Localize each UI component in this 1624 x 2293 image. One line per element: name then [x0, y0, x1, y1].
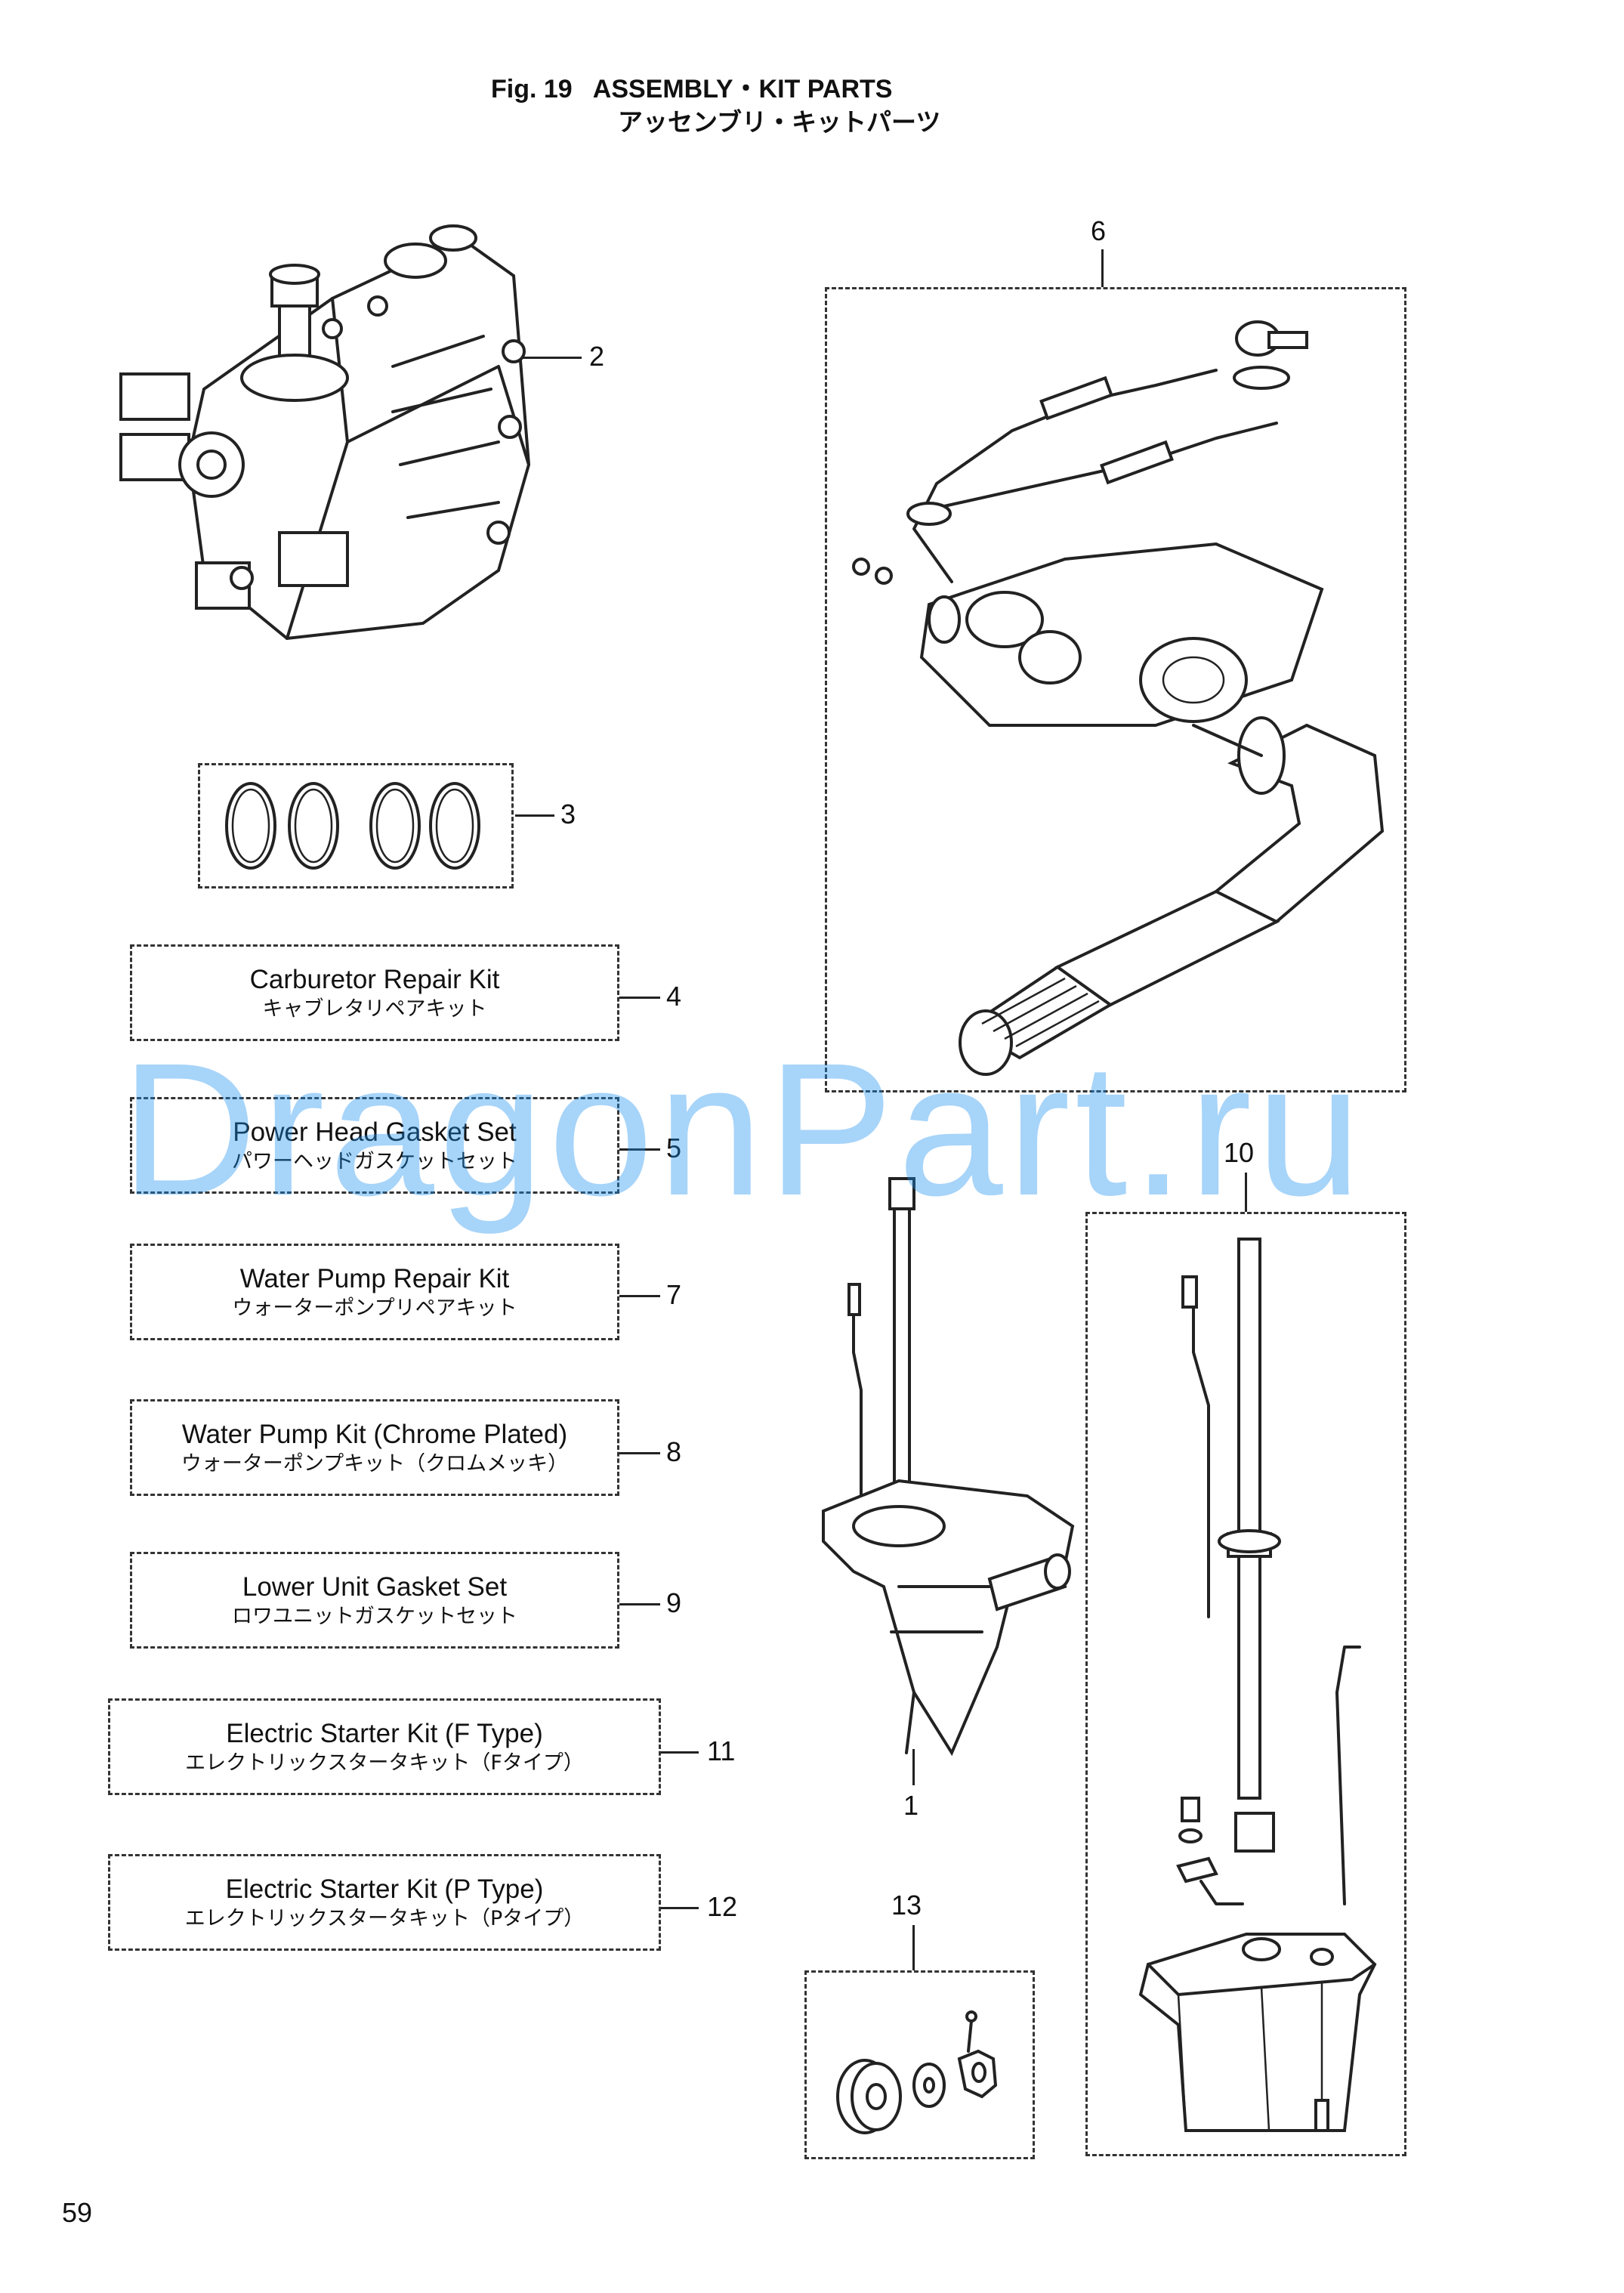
leader-12 — [661, 1907, 699, 1909]
leader-8 — [619, 1452, 660, 1454]
leader-10 — [1245, 1173, 1247, 1212]
kit-label-jp: キャブレタリペアキット — [262, 997, 487, 1021]
kit-label-en: Electric Starter Kit (P Type) — [225, 1874, 544, 1904]
kit-label-jp: パワーヘッドガスケットセット — [232, 1150, 517, 1173]
drive-shaft-housing-drawing — [1138, 1238, 1377, 2132]
steering-handle-drawing — [852, 320, 1385, 1076]
callout-8: 8 — [666, 1436, 682, 1467]
leader-11 — [661, 1751, 699, 1754]
callout-6: 6 — [1091, 215, 1107, 246]
leader-3 — [515, 814, 554, 817]
callout-13: 13 — [891, 1890, 922, 1921]
callout-1: 1 — [903, 1790, 919, 1821]
kit-label-en: Power Head Gasket Set — [233, 1117, 517, 1147]
drive-shaft-housing-box — [1085, 1212, 1406, 2156]
power-head-drawing — [119, 224, 531, 641]
callout-12: 12 — [707, 1891, 738, 1922]
callout-11: 11 — [707, 1735, 736, 1766]
kit-box-electric-starter-f: Electric Starter Kit (F Type) エレクトリックスター… — [108, 1698, 661, 1795]
kit-box-lower-unit-gasket: Lower Unit Gasket Set ロワユニットガスケットセット — [130, 1552, 619, 1649]
leader-1 — [912, 1749, 915, 1785]
steering-handle-box — [825, 287, 1406, 1092]
lower-unit-drawing — [822, 1177, 1075, 1757]
leader-13 — [912, 1925, 915, 1970]
kit-label-jp: ウォーターポンプキット（クロムメッキ） — [181, 1452, 569, 1476]
kit-label-jp: ロワユニットガスケットセット — [232, 1605, 517, 1628]
callout-7: 7 — [666, 1279, 682, 1310]
leader-4 — [619, 997, 660, 999]
callout-5: 5 — [666, 1133, 682, 1163]
leader-6 — [1101, 249, 1104, 287]
kit-label-en: Carburetor Repair Kit — [249, 965, 500, 994]
leader-5 — [619, 1148, 660, 1151]
leader-7 — [619, 1295, 660, 1297]
leader-9 — [619, 1603, 660, 1605]
o-ring-drawing — [225, 782, 480, 870]
callout-9: 9 — [666, 1587, 682, 1618]
page-number: 59 — [62, 2197, 93, 2228]
kit-box-electric-starter-p: Electric Starter Kit (P Type) エレクトリックスター… — [108, 1854, 661, 1951]
figure-title: Fig. 19 ASSEMBLY・KIT PARTS アッセンブリ・キットパーツ — [491, 73, 940, 139]
kit-label-en: Water Pump Repair Kit — [239, 1264, 510, 1293]
callout-2: 2 — [589, 341, 605, 372]
kit-label-jp: ウォーターポンプリペアキット — [232, 1296, 517, 1320]
kit-box-water-pump-chrome: Water Pump Kit (Chrome Plated) ウォーターポンプキ… — [130, 1399, 619, 1496]
water-pump-parts-box — [804, 1970, 1035, 2159]
kit-box-power-head-gasket: Power Head Gasket Set パワーヘッドガスケットセット — [130, 1097, 619, 1194]
kit-label-en: Lower Unit Gasket Set — [242, 1572, 508, 1602]
kit-label-en: Water Pump Kit (Chrome Plated) — [181, 1420, 568, 1449]
water-pump-parts-drawing — [836, 2010, 998, 2134]
leader-2 — [521, 357, 582, 359]
kit-box-water-pump-repair: Water Pump Repair Kit ウォーターポンプリペアキット — [130, 1244, 619, 1340]
kit-label-jp: エレクトリックスタータキット（Fタイプ） — [185, 1751, 584, 1775]
kit-label-en: Electric Starter Kit (F Type) — [226, 1719, 543, 1748]
callout-10: 10 — [1224, 1137, 1255, 1168]
callout-4: 4 — [666, 981, 682, 1012]
kit-label-jp: エレクトリックスタータキット（Pタイプ） — [184, 1907, 585, 1930]
figure-title-en: Fig. 19 ASSEMBLY・KIT PARTS — [491, 75, 893, 104]
o-ring-set-box — [198, 763, 514, 888]
figure-title-jp: アッセンブリ・キットパーツ — [618, 107, 941, 137]
callout-3: 3 — [560, 799, 576, 830]
kit-box-carburetor-repair: Carburetor Repair Kit キャブレタリペアキット — [130, 944, 619, 1041]
